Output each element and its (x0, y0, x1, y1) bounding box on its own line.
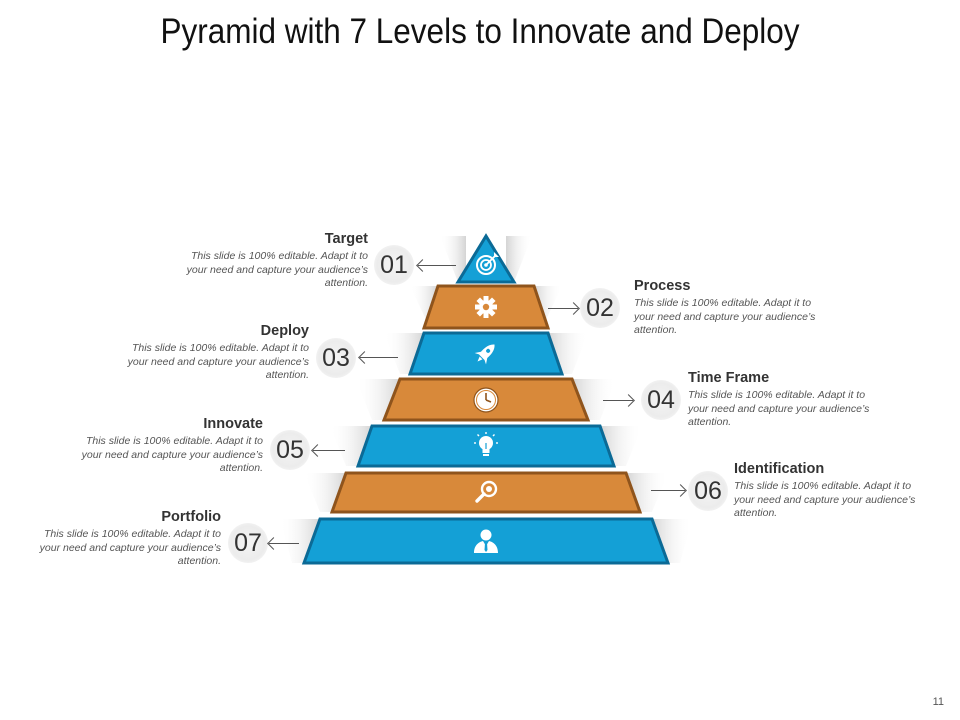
level-03-heading: Deploy (260, 323, 309, 339)
level-06-text: This slide is 100% editable. Adapt it to… (734, 480, 916, 519)
level-02-label: Process This slide is 100% editable. Ada… (634, 278, 824, 338)
level-07-label: Portfolio This slide is 100% editable. A… (31, 509, 221, 569)
level-03-label: Deploy This slide is 100% editable. Adap… (119, 323, 309, 383)
level-04-text: This slide is 100% editable. Adapt it to… (688, 389, 870, 428)
pyramid-level-5 (330, 424, 642, 468)
level-02-arrow (548, 308, 578, 309)
pyramid-level-2 (410, 284, 562, 330)
rocket-icon (474, 344, 495, 365)
level-01-arrow (418, 265, 456, 266)
level-06-number: 06 (688, 471, 728, 511)
level-04-heading: Time Frame (688, 370, 770, 386)
level-01-number: 01 (374, 245, 414, 285)
level-05-arrow (313, 450, 345, 451)
level-06-heading: Identification (734, 461, 825, 477)
level-04-label: Time Frame This slide is 100% editable. … (688, 370, 878, 430)
level-01-label: Target This slide is 100% editable. Adap… (178, 231, 368, 291)
level-03-text: This slide is 100% editable. Adapt it to… (127, 342, 309, 381)
page-number: 11 (932, 696, 944, 708)
magnifier-icon (475, 480, 498, 503)
level-06-arrow (651, 490, 685, 491)
gear-icon (475, 296, 497, 318)
level-05-number: 05 (270, 430, 310, 470)
level-02-number: 02 (580, 288, 620, 328)
level-07-number: 07 (228, 523, 268, 563)
level-04-number: 04 (641, 380, 681, 420)
level-03-arrow (360, 357, 398, 358)
pyramid-level-6 (304, 471, 668, 514)
pyramid-level-4 (356, 377, 616, 422)
level-05-text: This slide is 100% editable. Adapt it to… (81, 435, 263, 474)
level-03-number: 03 (316, 338, 356, 378)
level-01-text: This slide is 100% editable. Adapt it to… (186, 250, 368, 289)
pyramid-level-3 (384, 331, 588, 376)
level-07-arrow (269, 543, 299, 544)
target-icon (476, 252, 499, 275)
lightbulb-icon (474, 432, 498, 456)
level-06-label: Identification This slide is 100% editab… (734, 461, 924, 521)
pyramid-level-7 (280, 517, 692, 565)
level-01-heading: Target (324, 231, 368, 247)
clock-icon (473, 387, 499, 413)
pyramid-level-1 (440, 233, 532, 284)
level-07-text: This slide is 100% editable. Adapt it to… (39, 528, 221, 567)
level-07-heading: Portfolio (161, 509, 221, 525)
level-02-text: This slide is 100% editable. Adapt it to… (634, 297, 816, 336)
level-02-heading: Process (634, 278, 691, 294)
level-04-arrow (603, 400, 633, 401)
slide-title: Pyramid with 7 Levels to Innovate and De… (160, 12, 800, 51)
person-icon (474, 529, 498, 553)
level-05-heading: Innovate (203, 416, 263, 432)
level-05-label: Innovate This slide is 100% editable. Ad… (73, 416, 263, 476)
